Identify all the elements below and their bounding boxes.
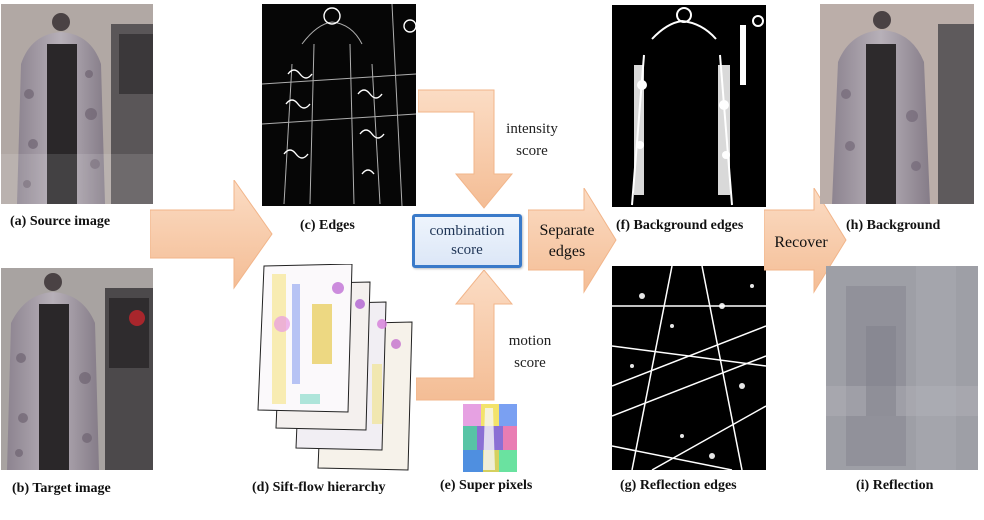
separate-edges-arrow [528, 188, 617, 294]
caption-background: (h) Background [846, 218, 941, 233]
intensity-arrow [418, 89, 514, 209]
source-image [1, 4, 153, 204]
caption-sift-flow: (d) Sift-flow hierarchy [252, 480, 386, 495]
recover-label: Recover [774, 234, 828, 251]
background-image [820, 4, 974, 204]
caption-reflection-edges: (g) Reflection edges [620, 478, 737, 493]
sift-flow-stack [257, 264, 413, 471]
motion-arrow [416, 270, 514, 401]
caption-source-image: (a) Source image [10, 214, 111, 229]
caption-super-pixels: (e) Super pixels [440, 478, 533, 493]
caption-edges: (c) Edges [300, 218, 355, 233]
target-image [1, 268, 153, 470]
caption-background-edges: (f) Background edges [616, 218, 744, 233]
reflection-edges-image [612, 266, 766, 470]
reflection-image [826, 266, 978, 470]
combination-score-box: combination score [412, 214, 522, 268]
super-pixels-image [463, 404, 517, 472]
motion-score-label: motion score [508, 333, 552, 371]
caption-reflection: (i) Reflection [856, 478, 934, 493]
input-arrow [150, 180, 273, 290]
separate-edges-label: Separate edges [539, 222, 595, 260]
intensity-score-label: intensity score [506, 121, 558, 159]
caption-target-image: (b) Target image [12, 481, 111, 496]
background-edges-image [612, 5, 766, 207]
edges-image [262, 4, 416, 206]
